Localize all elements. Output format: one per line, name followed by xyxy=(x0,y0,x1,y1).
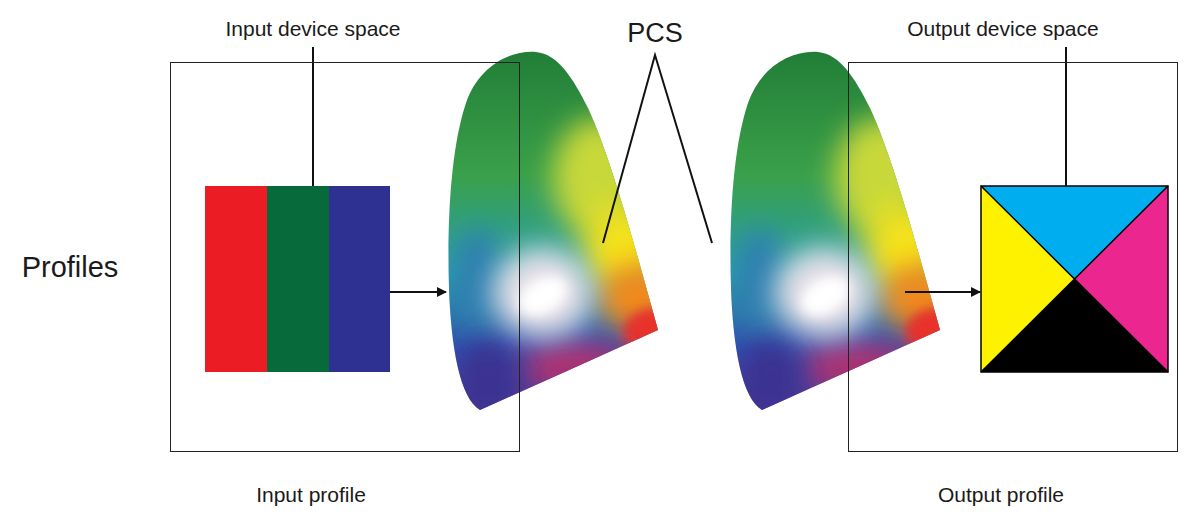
pcs-bracket xyxy=(603,55,712,243)
chromaticity-diagram xyxy=(720,38,965,428)
space-label: Input device space xyxy=(225,17,400,40)
green-channel xyxy=(267,186,329,372)
red-channel xyxy=(205,186,267,372)
pcs-label: PCS xyxy=(627,19,683,49)
side-heading: Profiles xyxy=(22,252,119,284)
profile-caption: Input profile xyxy=(256,483,366,507)
leader-line xyxy=(312,47,314,186)
blue-channel xyxy=(329,186,390,372)
profile-caption: Output profile xyxy=(938,483,1064,507)
profile-box: Input profile xyxy=(170,62,520,452)
flow-arrow xyxy=(390,291,446,293)
flow-arrow xyxy=(905,291,980,293)
profile-box: Output profile xyxy=(848,62,1178,452)
leader-line xyxy=(1065,47,1067,186)
cmyk-square xyxy=(981,186,1168,372)
chromaticity-diagram xyxy=(438,38,683,428)
space-label: Output device space xyxy=(907,17,1098,40)
